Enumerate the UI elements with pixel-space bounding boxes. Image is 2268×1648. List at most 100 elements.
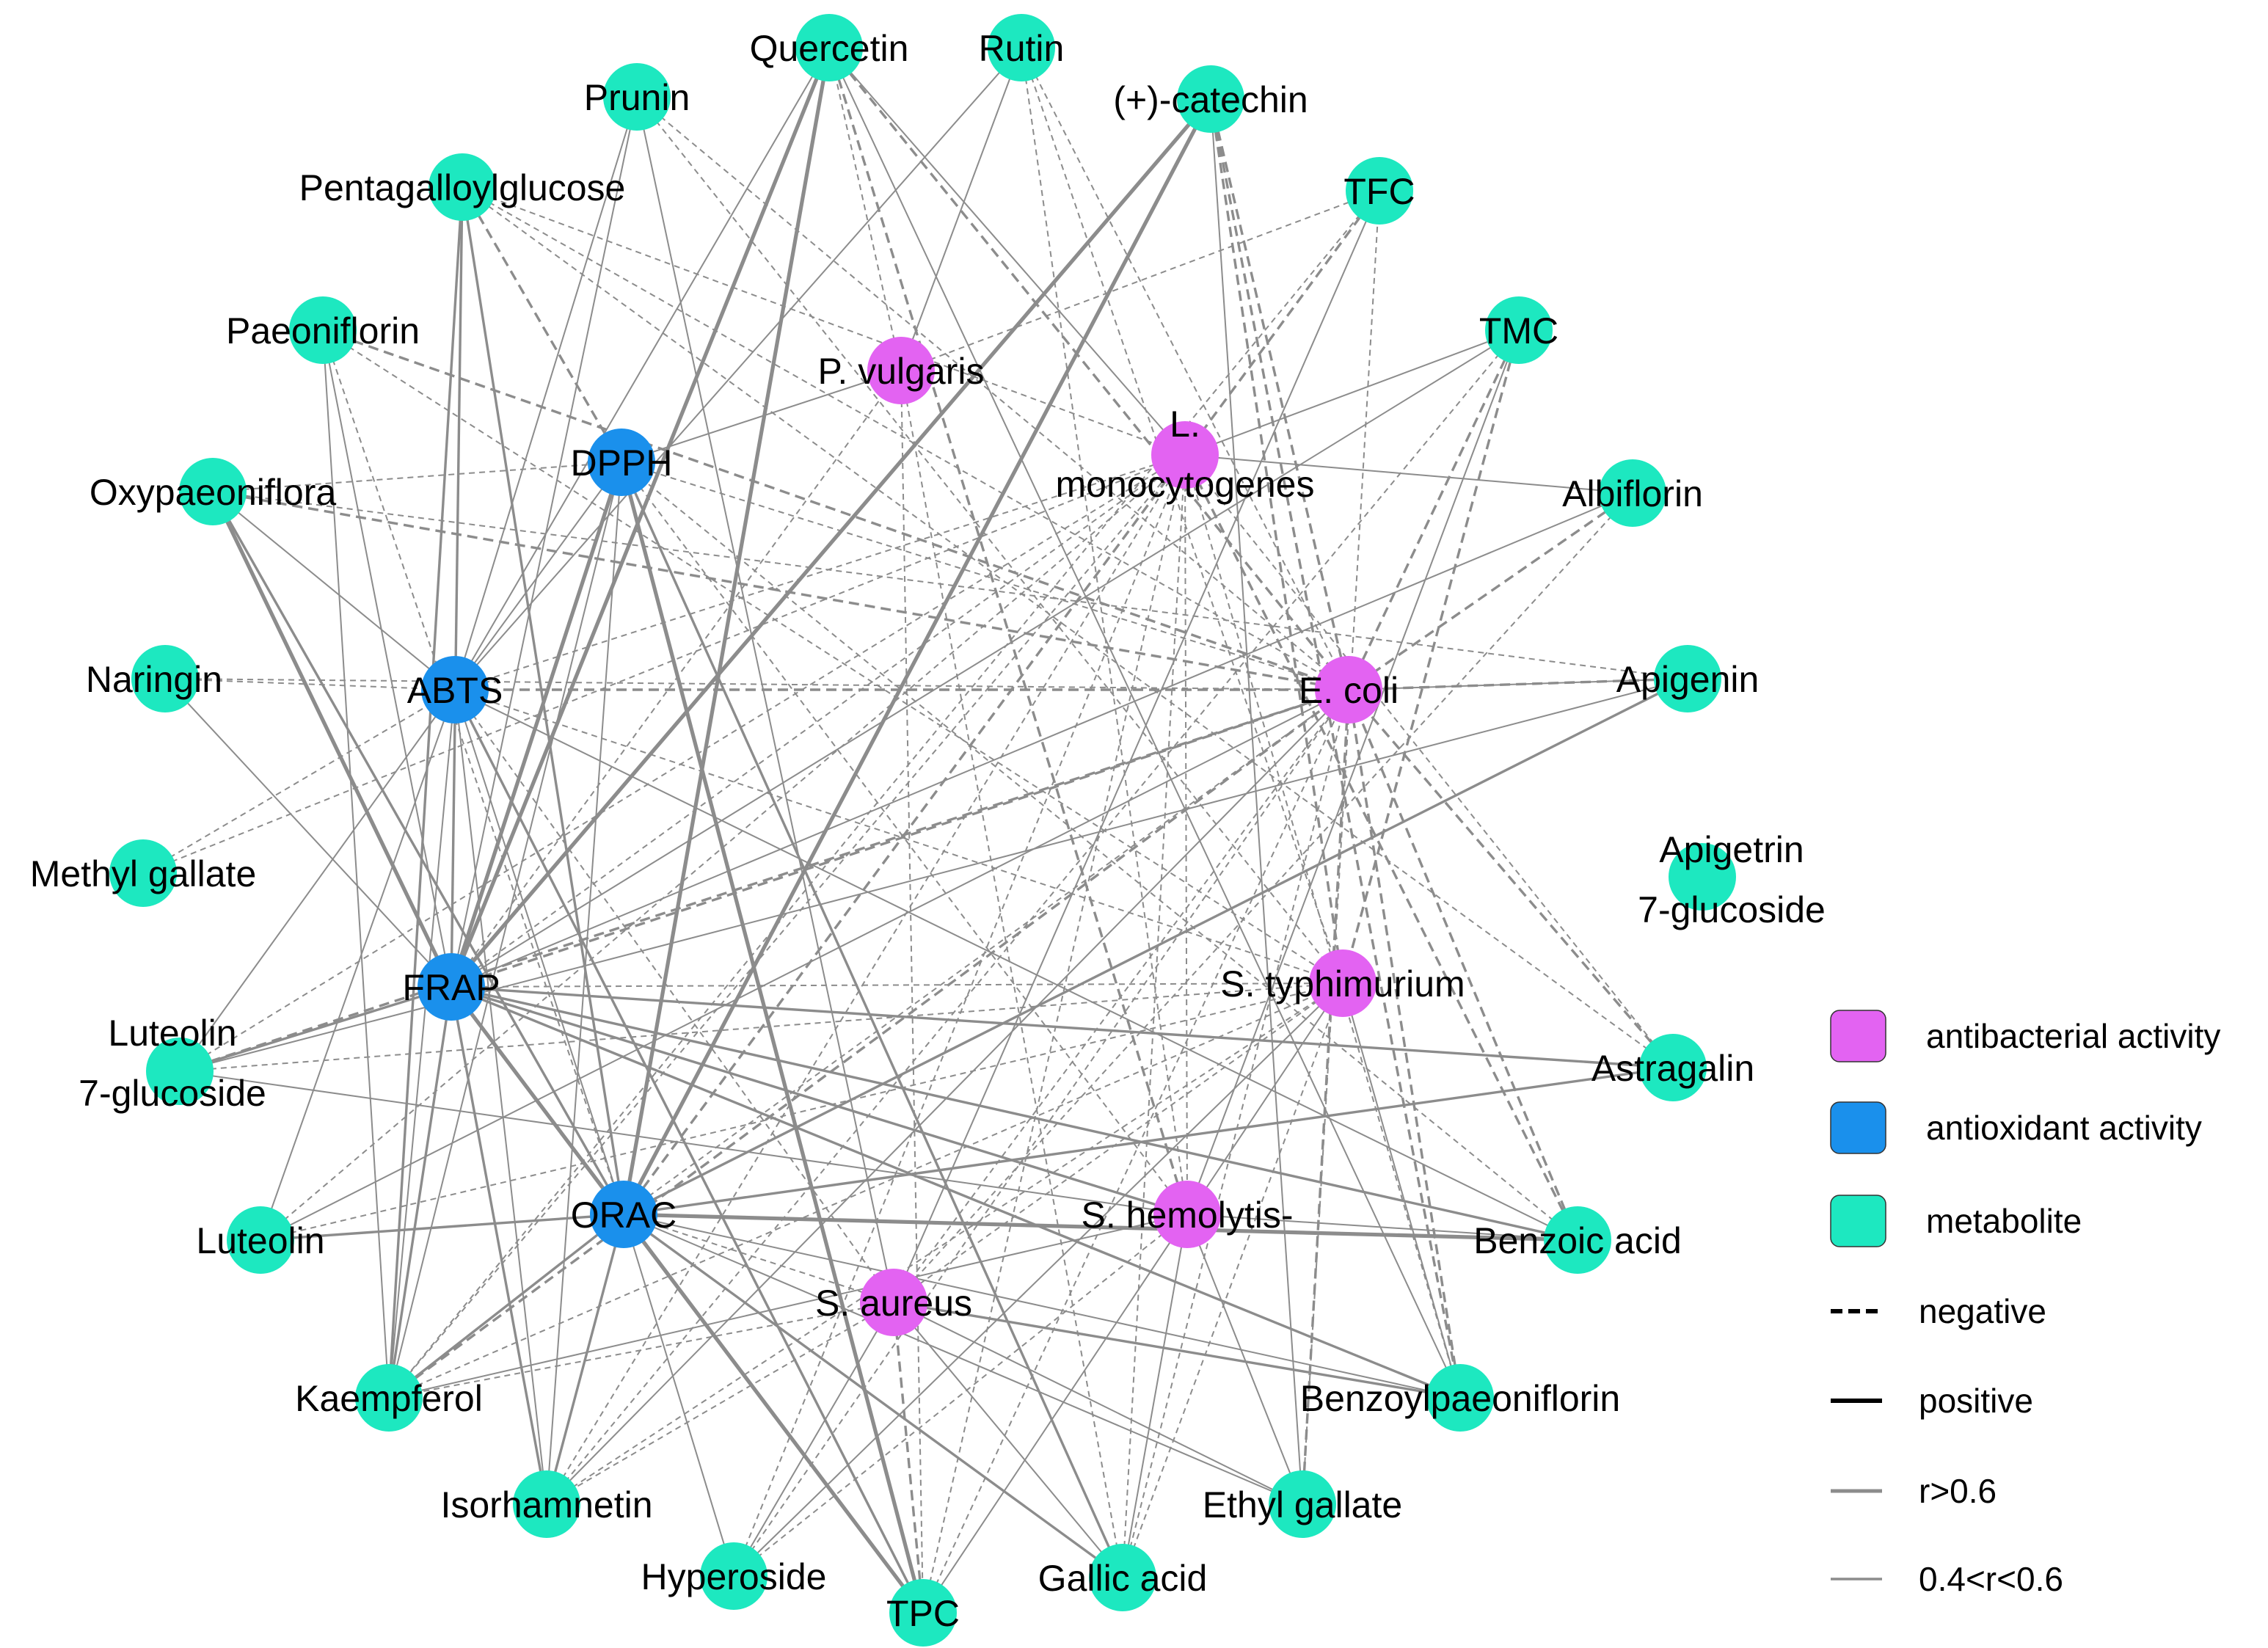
edge-ecoli-saureus: [893, 689, 1349, 1303]
edge-abts-isorhamnetin: [454, 689, 547, 1505]
edge-catechin-benzoylpaeoniflorin: [1209, 98, 1462, 1399]
node-label-benzoic: Benzoic acid: [1473, 1220, 1682, 1261]
node-label-frap: FRAP: [402, 967, 500, 1008]
edge-shemo-ethylgallate: [1186, 1214, 1303, 1505]
edge-dpph-kaempferol: [388, 462, 622, 1399]
edge-orac-tpc: [622, 1213, 925, 1614]
node-ecoli: E. coli: [1299, 656, 1399, 723]
edge-frap-lmono: [451, 454, 1186, 988]
edge-astragalin-penta: [462, 186, 1674, 1068]
edge-orac-apigenin: [623, 677, 1688, 1216]
edge-tmc-isorhamnetin: [546, 329, 1520, 1505]
edge-frap-dpph: [449, 462, 624, 988]
edge-tmc-styph: [1341, 329, 1520, 984]
node-tmc: TMC: [1479, 296, 1558, 364]
edge-isorhamnetin-styph: [546, 982, 1343, 1505]
node-circle-styph: [1309, 949, 1377, 1017]
node-circle-ecoli: [1315, 656, 1382, 723]
edge-prunin-styph: [636, 96, 1343, 984]
edge-tpc-saureus: [892, 1302, 925, 1614]
node-circle-isorhamnetin: [513, 1470, 580, 1538]
node-label-astragalin: Astragalin: [1591, 1048, 1754, 1089]
edge-abts-luteolin: [260, 689, 456, 1241]
edge-naringin-abts: [164, 678, 456, 690]
node-oxypaeoniflora: Oxypaeoniflora: [90, 458, 336, 525]
node-label-quercetin: Quercetin: [750, 28, 909, 69]
node-circle-catechin: [1177, 65, 1244, 133]
edge-abts-tpc: [453, 689, 925, 1614]
edge-frap-benzoic: [451, 985, 1578, 1242]
edge-frap-pvulgaris: [451, 370, 902, 988]
node-astragalin: Astragalin: [1591, 1034, 1754, 1101]
edge-frap-astragalin: [451, 985, 1674, 1069]
edge-tfc-lmono: [1184, 189, 1381, 456]
edge-abts-luteolin7g: [179, 689, 456, 1072]
node-circle-luteolin: [227, 1206, 294, 1274]
node-circle-dpph: [588, 429, 655, 496]
node-label-luteolin7g: Luteolin: [108, 1013, 236, 1054]
edge-orac-catechin: [621, 98, 1213, 1216]
edge-paeoniflorin-orac: [322, 329, 624, 1215]
edge-pvulgaris-tfc: [900, 190, 1380, 371]
legend-label-r-mid: 0.4<r<0.6: [1919, 1560, 2063, 1598]
edge-orac-ecoli: [623, 689, 1349, 1215]
edge-rutin-ecoli: [1021, 47, 1349, 690]
edge-orac-kaempferol: [387, 1213, 625, 1399]
legend-swatch-antioxidant: [1830, 1101, 1886, 1154]
edge-frap-penta: [450, 186, 464, 988]
node-label-dpph: DPPH: [571, 442, 673, 484]
legend-item-negative: negative: [1831, 1292, 2046, 1330]
edge-paeoniflorin-frap: [322, 329, 452, 988]
edge-frap-oxypaeoniflora: [211, 490, 453, 988]
node-circle-quercetin: [795, 14, 863, 81]
edge-luteolin7g-lmono: [179, 454, 1186, 1072]
edge-quercetin-shemo: [828, 47, 1189, 1215]
node-label-paeoniflorin: Paeoniflorin: [226, 310, 420, 351]
edge-naringin-ecoli: [164, 678, 1349, 690]
edge-penta-lmono: [462, 186, 1186, 456]
node-circle-hyperoside: [700, 1542, 767, 1610]
edge-kaempferol-ecoli: [387, 688, 1350, 1399]
node-label-albiflorin: Albiflorin: [1562, 473, 1703, 514]
edge-shemo-gallic: [1122, 1214, 1188, 1578]
node-kaempferol: Kaempferol: [295, 1364, 483, 1432]
node-dpph: DPPH: [571, 429, 673, 496]
edge-ecoli-isorhamnetin: [546, 689, 1349, 1505]
edge-ecoli-luteolin: [260, 689, 1349, 1241]
edge-lmono-tmc: [1184, 329, 1520, 456]
node-circle-pvulgaris: [867, 337, 935, 404]
edge-pvulgaris-tpc: [900, 370, 924, 1614]
edge-astragalin-ecoli: [1347, 688, 1674, 1069]
edge-orac-oxypaeoniflora: [211, 491, 625, 1215]
edge-abts-lmono: [454, 454, 1186, 690]
edge-shemo-luteolin7g: [179, 1071, 1188, 1215]
legend-item-antibacterial: antibacterial activity: [1830, 1010, 2220, 1062]
edge-orac-hyperoside: [623, 1214, 734, 1577]
node-circle-rutin: [988, 14, 1055, 81]
edge-apigenin-oxypaeoniflora: [212, 491, 1688, 679]
edge-lmono-quercetin: [828, 47, 1186, 456]
edge-tmc-frap: [451, 329, 1520, 988]
edge-orac-penta: [461, 186, 625, 1215]
node-albiflorin: Albiflorin: [1562, 459, 1703, 527]
node-label-gallic: Gallic acid: [1038, 1558, 1208, 1599]
edge-saureus-benzoylpaeoniflorin: [893, 1301, 1461, 1399]
node-gallic: Gallic acid: [1038, 1544, 1208, 1611]
node-tpc: TPC: [886, 1579, 960, 1647]
edge-saureus-gallic: [893, 1302, 1123, 1578]
edge-orac-ethylgallate: [623, 1214, 1303, 1505]
edge-orac-isorhamnetin: [545, 1214, 625, 1505]
node-methylgallate: Methyl gallate: [30, 839, 256, 907]
node-shemo: S. hemolytis-: [1082, 1181, 1293, 1248]
node-circle-abts: [421, 656, 489, 723]
node-circle-paeoniflorin: [289, 296, 357, 364]
edge-paeoniflorin-kaempferol: [322, 329, 390, 1399]
legend-label-positive: positive: [1919, 1382, 2033, 1420]
legend-item-antioxidant: antioxidant activity: [1830, 1101, 2202, 1154]
edge-styph-benzoylpaeoniflorin: [1342, 982, 1461, 1399]
edge-quercetin-benzoylpaeoniflorin: [828, 47, 1461, 1399]
edge-tmc-shemo: [1186, 329, 1520, 1215]
edge-penta-dpph: [461, 186, 623, 463]
node-circle-prunin: [603, 63, 671, 131]
node-label-hyperoside: Hyperoside: [641, 1556, 827, 1597]
